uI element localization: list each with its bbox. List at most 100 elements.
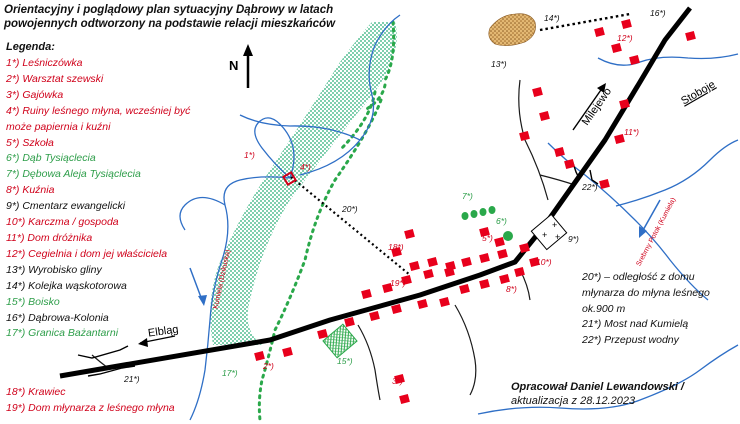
marker-21: 21*) xyxy=(123,374,140,384)
cemetery: + + + xyxy=(530,213,568,251)
marker-6: 6*) xyxy=(496,216,507,226)
river-west-branch xyxy=(179,196,226,231)
marker-16: 16*) xyxy=(650,8,666,18)
svg-text:+: + xyxy=(542,230,547,240)
building xyxy=(479,226,490,238)
building xyxy=(369,310,380,322)
buildings xyxy=(254,18,696,405)
legend-extra-list: 18*) Krawiec 19*) Dom młynarza z leśnego … xyxy=(6,385,236,416)
distance-line xyxy=(290,176,411,276)
river-right xyxy=(615,139,739,207)
main-road xyxy=(59,6,692,379)
forest-area xyxy=(210,22,397,345)
svg-text:+: + xyxy=(552,220,557,230)
marker-4: 4*) xyxy=(300,162,311,172)
building xyxy=(619,98,630,110)
sports-field xyxy=(322,323,358,359)
legend-item-4: 4*) Ruiny leśnego młyna, wcześniej być m… xyxy=(6,104,191,133)
building xyxy=(282,346,293,358)
legend-item-1: 1*) Leśniczówka xyxy=(6,57,83,69)
place-milejewo: Milejewo xyxy=(580,86,614,128)
svg-text:+: + xyxy=(555,232,560,242)
marker-8: 8*) xyxy=(506,284,517,294)
building xyxy=(685,30,696,42)
legend-item-14: 14*) Kolejka wąskotorowa xyxy=(6,279,127,292)
building xyxy=(599,178,610,190)
building xyxy=(254,350,265,362)
bridge xyxy=(77,345,136,377)
railway xyxy=(539,12,631,32)
legend-extra-item-2: 19*) Dom młynarza z leśnego młyna xyxy=(6,401,175,414)
marker-11: 11*) xyxy=(624,127,639,137)
legend-item-7: 7*) Dębowa Aleja Tysiąclecia xyxy=(6,168,141,181)
building xyxy=(439,296,450,308)
building xyxy=(317,328,328,340)
marker-5: 5*) xyxy=(482,233,493,243)
rivers xyxy=(179,14,739,421)
river-bottom xyxy=(477,344,739,415)
credit-author: Opracował Daniel Lewandowski / xyxy=(511,381,684,393)
mill-ruin xyxy=(281,170,298,187)
marker-20: 20*) xyxy=(341,204,358,214)
oak-alley xyxy=(461,206,496,220)
legend-item-3: 3*) Gajówka xyxy=(6,88,64,101)
building xyxy=(399,393,410,405)
place-stoboje: Stoboje xyxy=(679,78,717,107)
building xyxy=(361,288,372,300)
legend-extra-item-1: 18*) Krawiec xyxy=(6,386,66,398)
place-elblag: Elbląg xyxy=(147,323,179,339)
building xyxy=(391,246,402,258)
marker-10: 10*) xyxy=(536,257,552,267)
marker-2: 2*) xyxy=(262,361,274,371)
credit-date: aktualizacja z 28.12.2023 xyxy=(511,395,636,407)
streams xyxy=(91,79,576,401)
bazantarnia-boundary xyxy=(257,20,396,422)
legend-item-8: 8*) Kuźnia xyxy=(6,184,55,197)
marker-22: 22*) xyxy=(581,182,598,192)
building xyxy=(594,26,605,38)
marker-3: 3*) xyxy=(392,376,403,386)
building xyxy=(417,298,428,310)
building xyxy=(444,266,455,278)
direction-arrows xyxy=(138,83,661,347)
marker-14: 14*) xyxy=(544,13,560,23)
north-label: N xyxy=(229,58,238,73)
marker-18: 18*) xyxy=(388,242,404,252)
legend-item-5: 5*) Szkoła xyxy=(6,136,54,149)
credit: Opracował Daniel Lewandowski / aktualiza… xyxy=(511,381,684,407)
building xyxy=(554,146,565,158)
legend-list: 1*) Leśniczówka 2*) Warsztat szewski 3*) G… xyxy=(6,56,216,342)
building xyxy=(532,86,543,98)
notes-list: 20*) – odległość z domu młynarza do młyn… xyxy=(582,270,738,349)
legend-item-11: 11*) Dom dróżnika xyxy=(6,231,93,244)
building xyxy=(519,130,530,142)
legend-heading: Legenda: xyxy=(6,41,55,53)
note-2: 21*) Most nad Kumielą xyxy=(582,318,689,331)
building xyxy=(391,303,402,315)
building xyxy=(614,133,625,145)
marker-7: 7*) xyxy=(462,191,473,201)
building xyxy=(394,373,405,385)
legend-item-9: 9*) Cmentarz ewangelicki xyxy=(6,200,126,213)
marker-1: 1*) xyxy=(244,150,255,160)
legend-item-17: 17*) Granica Bażantarni xyxy=(6,327,119,340)
building xyxy=(519,242,530,254)
building xyxy=(479,278,490,290)
legend-item-6: 6*) Dąb Tysiąclecia xyxy=(6,152,96,165)
marker-17: 17*) xyxy=(222,368,238,378)
building xyxy=(611,42,622,54)
building xyxy=(514,266,525,278)
building xyxy=(621,18,632,30)
legend-item-2: 2*) Warsztat szewski xyxy=(6,72,104,85)
marker-9: 9*) xyxy=(568,234,579,244)
clay-pit xyxy=(488,13,536,46)
building xyxy=(427,256,438,268)
page-title: Orientacyjny i poglądowy plan sytuacyjny… xyxy=(4,4,336,30)
building xyxy=(401,274,412,286)
river-east-top xyxy=(597,53,739,66)
river-kumiela-west xyxy=(189,176,291,421)
building xyxy=(404,228,415,240)
note-3: 22*) Przepust wodny xyxy=(582,334,679,347)
building xyxy=(461,256,472,268)
note-1: 20*) – odległość z domu młynarza do młyn… xyxy=(582,271,710,315)
